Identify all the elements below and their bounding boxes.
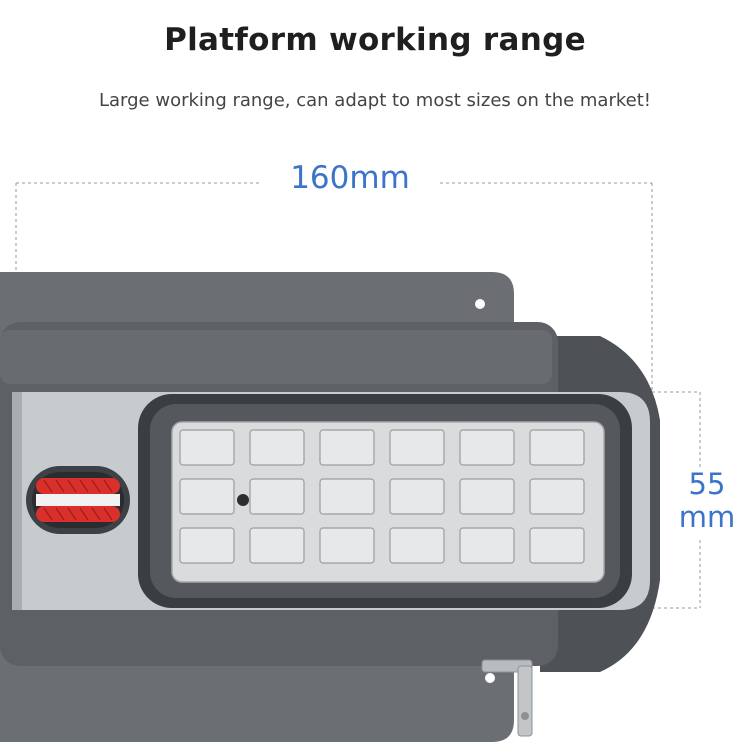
width-dimension-label: 160mm bbox=[264, 160, 436, 196]
platform-pin bbox=[237, 494, 249, 506]
pad-square bbox=[529, 527, 585, 564]
pad-square bbox=[389, 429, 445, 466]
height-dimension-label: 55 mm bbox=[672, 468, 742, 534]
dimension-guides bbox=[15, 182, 701, 609]
pad-square bbox=[179, 527, 235, 564]
platform-grid bbox=[179, 429, 585, 564]
page-subtitle: Large working range, can adapt to most s… bbox=[98, 90, 651, 111]
height-dimension-unit: mm bbox=[678, 500, 736, 534]
pad-square bbox=[529, 429, 585, 466]
pad-square bbox=[249, 429, 305, 466]
pad-square bbox=[319, 478, 375, 515]
pad-square bbox=[389, 478, 445, 515]
pad-square bbox=[179, 478, 235, 515]
clamp-bracket bbox=[481, 659, 533, 737]
pad-square bbox=[459, 429, 515, 466]
plate-hole-bottom bbox=[485, 673, 495, 683]
pad-square bbox=[389, 527, 445, 564]
page-title: Platform working range bbox=[164, 22, 586, 58]
platform-base-edge bbox=[12, 392, 22, 610]
main-body-highlight bbox=[0, 330, 552, 384]
pad-square bbox=[529, 478, 585, 515]
pad-square bbox=[179, 429, 235, 466]
pad-square bbox=[459, 478, 515, 515]
height-dimension-value: 55 bbox=[688, 467, 726, 501]
pad-square bbox=[249, 478, 305, 515]
pad-square bbox=[319, 527, 375, 564]
pad-square bbox=[249, 527, 305, 564]
pad-square bbox=[459, 527, 515, 564]
pad-square bbox=[319, 429, 375, 466]
strap-icon bbox=[36, 478, 120, 522]
plate-hole-top bbox=[475, 299, 485, 309]
